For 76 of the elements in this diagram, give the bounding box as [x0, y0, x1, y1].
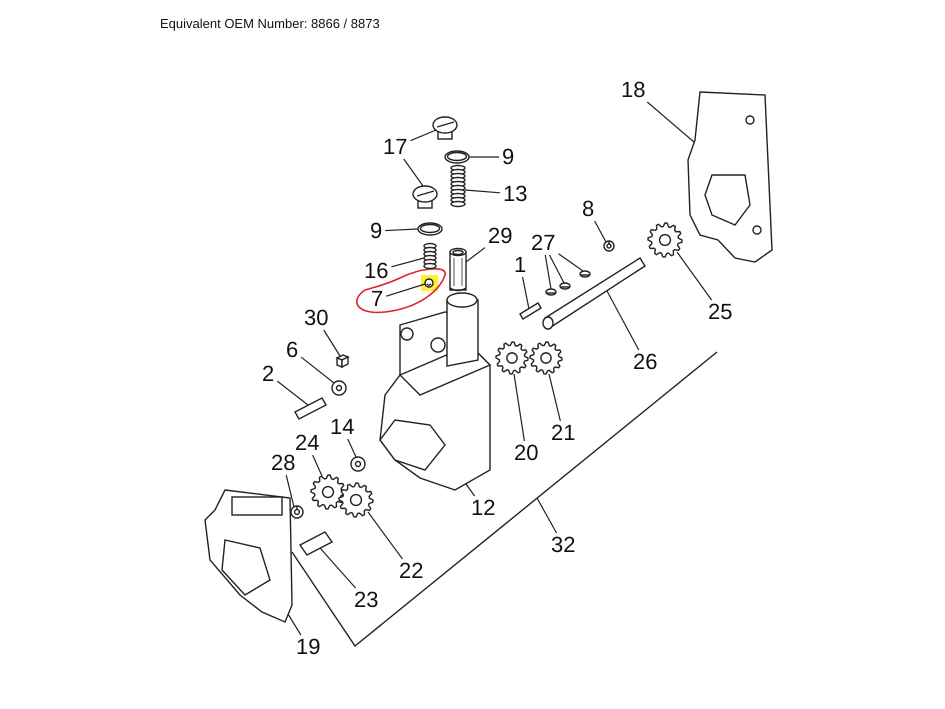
leader-line — [676, 252, 712, 300]
leader-line — [312, 454, 323, 476]
leader-line — [391, 257, 424, 268]
leader-line — [368, 512, 403, 560]
leader-line — [522, 276, 530, 310]
callout-number: 16 — [363, 260, 390, 282]
spring-drawing — [423, 242, 437, 270]
callout-number: 29 — [487, 225, 514, 247]
callout-number: 28 — [270, 452, 296, 474]
key-drawing — [545, 288, 557, 296]
gear-drawing — [495, 341, 529, 375]
screw-drawing — [412, 185, 438, 209]
leader-line — [558, 253, 584, 272]
callout-number: 8 — [581, 198, 596, 220]
callout-number: 17 — [382, 136, 408, 158]
leader-line — [403, 158, 424, 186]
leader-line — [548, 374, 561, 422]
leader-line — [300, 356, 334, 384]
cap-drawing — [335, 354, 350, 368]
ball-drawing — [424, 278, 434, 288]
spring-drawing — [450, 164, 466, 208]
leader-line — [323, 330, 340, 356]
o-ring-drawing — [444, 150, 470, 164]
leader-line — [466, 484, 476, 496]
title: Equivalent OEM Number: 8866 / 8873 — [160, 16, 380, 31]
gasket-drawing — [204, 489, 293, 623]
leader-line — [347, 438, 357, 458]
screw-drawing — [432, 116, 458, 140]
gasket-drawing — [687, 91, 773, 263]
callout-number: 24 — [294, 432, 320, 454]
sleeve-drawing — [449, 248, 467, 292]
leader-line — [469, 156, 499, 158]
callout-number: 6 — [285, 339, 300, 361]
leader-line — [646, 102, 694, 142]
pin-drawing — [519, 302, 542, 320]
pin-drawing — [298, 531, 334, 556]
leader-line — [466, 247, 486, 262]
gear-drawing — [529, 341, 563, 375]
callout-number: 14 — [329, 416, 356, 438]
leader-line — [594, 220, 607, 242]
callout-number: 19 — [295, 636, 322, 658]
callout-number: 27 — [530, 232, 556, 254]
leader-line — [513, 374, 525, 442]
leader-line — [286, 474, 295, 508]
leader-line — [287, 614, 302, 636]
callout-number: 21 — [550, 422, 576, 444]
leader-line — [320, 548, 356, 588]
clip-drawing — [603, 240, 615, 252]
callout-number: 22 — [398, 560, 424, 582]
callout-number: 18 — [620, 79, 646, 101]
key-drawing — [579, 270, 591, 278]
gear-drawing — [647, 222, 683, 258]
callout-number: 2 — [261, 363, 276, 385]
callout-number: 9 — [369, 220, 384, 242]
callout-number: 20 — [513, 442, 540, 464]
callout-number: 13 — [502, 183, 528, 205]
callout-number: 30 — [303, 307, 330, 329]
shaft-drawing — [542, 257, 646, 330]
leader-line — [464, 189, 500, 194]
callout-number: 7 — [370, 288, 384, 310]
leader-line — [536, 498, 558, 534]
leader-line — [410, 129, 436, 142]
leader-line — [544, 254, 552, 290]
callout-number: 32 — [550, 534, 576, 556]
leader-line — [548, 254, 565, 284]
callout-number: 25 — [707, 301, 734, 323]
callout-number: 23 — [353, 589, 380, 611]
o-ring-drawing — [417, 222, 443, 236]
callout-number: 26 — [632, 351, 658, 373]
callout-number: 12 — [470, 497, 496, 519]
leader-line — [276, 380, 308, 406]
callout-number: 9 — [501, 146, 516, 168]
leader-line — [385, 228, 418, 232]
leader-line — [606, 290, 640, 350]
callout-number: 1 — [513, 254, 528, 276]
key-drawing — [559, 282, 571, 290]
